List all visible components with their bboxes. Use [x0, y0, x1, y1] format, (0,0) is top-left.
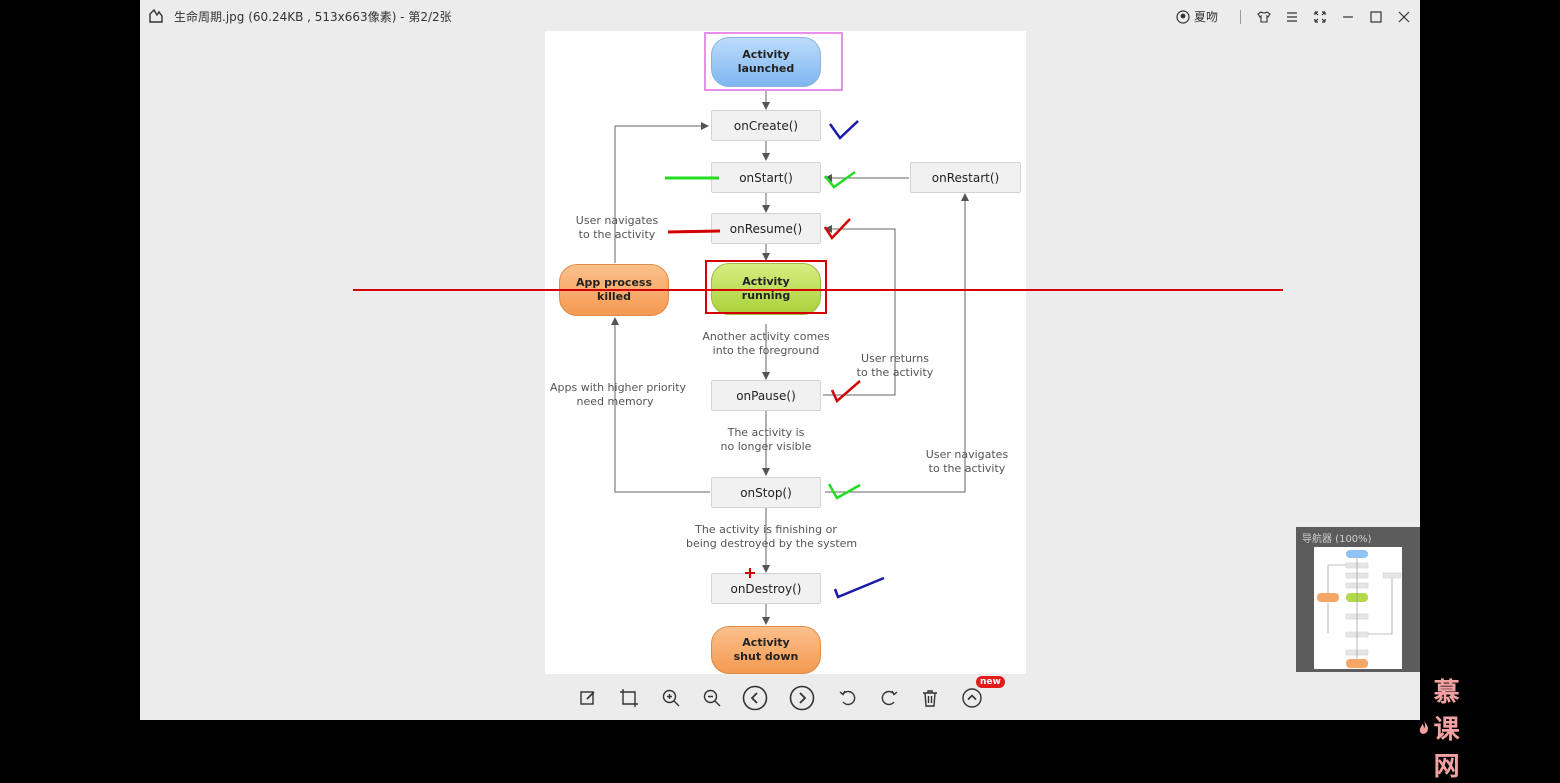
- delete-icon: [923, 690, 937, 707]
- shutdown-line2: shut down: [733, 650, 799, 663]
- watermark-text: 慕课网: [1433, 678, 1461, 782]
- minimize-button[interactable]: [1334, 8, 1362, 26]
- label-user-navigates-left: User navigates to the activity: [567, 214, 667, 242]
- rotate-right-button[interactable]: [875, 684, 903, 712]
- user-name: 夏吻: [1194, 10, 1219, 24]
- navigator-title: 导航器 (100%): [1302, 534, 1372, 545]
- delete-button[interactable]: [916, 684, 944, 712]
- running-line2: running: [741, 289, 791, 302]
- label-line: User returns: [861, 352, 929, 365]
- onstart-node: onStart(): [711, 162, 821, 193]
- zoom-in-button[interactable]: [657, 684, 685, 712]
- launched-line2: launched: [737, 62, 795, 75]
- label-line: into the foreground: [712, 344, 820, 357]
- onpause-node: onPause(): [711, 380, 821, 411]
- watermark: 慕课网: [1418, 672, 1473, 783]
- upload-icon: [962, 688, 982, 708]
- previous-icon: [742, 685, 768, 711]
- label-line: need memory: [576, 395, 654, 408]
- tshirt-icon: [1257, 11, 1271, 23]
- launched-line1: Activity: [742, 48, 790, 61]
- close-icon: [1398, 11, 1410, 23]
- minimize-icon: [1343, 16, 1353, 18]
- ondestroy-node: onDestroy(): [711, 573, 821, 604]
- onresume-node: onResume(): [711, 213, 821, 244]
- killed-line2: killed: [597, 290, 631, 303]
- label-finishing: The activity is finishing or being destr…: [686, 523, 858, 551]
- zoom-out-button[interactable]: [698, 684, 726, 712]
- label-line: User navigates: [925, 448, 1009, 461]
- label-line: to the activity: [856, 366, 934, 379]
- activity-shutdown-node: Activity shut down: [711, 626, 821, 674]
- next-icon: [789, 685, 815, 711]
- title-bar: 生命周期.jpg (60.24KB , 513x663像素) - 第2/2张 夏…: [140, 0, 1420, 32]
- activity-launched-node: Activity launched: [711, 37, 821, 87]
- next-image-button[interactable]: [788, 684, 816, 712]
- onrestart-node: onRestart(): [910, 162, 1021, 193]
- rotate-right-icon: [881, 690, 898, 706]
- user-account[interactable]: 夏吻: [1176, 8, 1218, 25]
- onstop-node: onStop(): [711, 477, 821, 508]
- thumbnail-diagram: [1317, 550, 1402, 668]
- crop-icon: [620, 689, 638, 707]
- menu-button[interactable]: [1278, 8, 1306, 26]
- label-line: no longer visible: [720, 440, 812, 453]
- label-line: The activity is finishing or: [695, 523, 837, 536]
- image-viewer-window: 生命周期.jpg (60.24KB , 513x663像素) - 第2/2张 夏…: [140, 0, 1460, 782]
- flame-logo-icon: [1419, 720, 1428, 734]
- label-another-activity: Another activity comes into the foregrou…: [701, 330, 831, 358]
- rotate-left-button[interactable]: [834, 684, 862, 712]
- label-user-navigates-right: User navigates to the activity: [917, 448, 1017, 476]
- label-line: Another activity comes: [702, 330, 830, 343]
- bottom-toolbar: [570, 680, 1010, 716]
- shutdown-line1: Activity: [742, 636, 790, 649]
- running-line1: Activity: [742, 275, 790, 288]
- label-line: The activity is: [727, 426, 805, 439]
- window-controls: [1250, 8, 1418, 26]
- previous-image-button[interactable]: [741, 684, 769, 712]
- maximize-button[interactable]: [1362, 8, 1390, 26]
- label-user-returns: User returns to the activity: [850, 352, 940, 380]
- upload-button[interactable]: [958, 684, 986, 712]
- edit-icon: [580, 691, 595, 705]
- zoom-out-icon: [703, 689, 721, 707]
- new-badge: new: [976, 676, 1005, 688]
- label-line: Apps with higher priority: [550, 381, 687, 394]
- navigator-panel[interactable]: 导航器 (100%): [1296, 527, 1420, 672]
- displayed-image[interactable]: Activity launched onCreate() onStart() o…: [545, 31, 1026, 674]
- menu-icon: [1287, 12, 1297, 22]
- skin-button[interactable]: [1250, 8, 1278, 26]
- label-line: to the activity: [928, 462, 1006, 475]
- label-higher-priority: Apps with higher priority need memory: [550, 381, 687, 409]
- fullscreen-button[interactable]: [1306, 8, 1334, 26]
- zoom-in-icon: [662, 689, 680, 707]
- edit-button[interactable]: [574, 684, 602, 712]
- app-process-killed-node: App process killed: [559, 264, 669, 316]
- window-title: 生命周期.jpg (60.24KB , 513x663像素) - 第2/2张: [174, 10, 452, 24]
- maximize-icon: [1370, 11, 1382, 23]
- fullscreen-icon: [1314, 11, 1326, 23]
- title-separator: [1240, 10, 1241, 24]
- app-logo-icon: [149, 8, 163, 23]
- oncreate-node: onCreate(): [711, 110, 821, 141]
- killed-line1: App process: [575, 276, 653, 289]
- label-line: to the activity: [578, 228, 656, 241]
- label-no-longer-visible: The activity is no longer visible: [711, 426, 821, 454]
- label-line: User navigates: [575, 214, 659, 227]
- close-button[interactable]: [1390, 8, 1418, 26]
- navigator-thumbnail[interactable]: [1314, 547, 1402, 669]
- rotate-left-icon: [839, 690, 856, 706]
- activity-running-node: Activity running: [711, 263, 821, 315]
- crop-button[interactable]: [615, 684, 643, 712]
- user-avatar-icon: [1176, 9, 1190, 24]
- label-line: being destroyed by the system: [686, 537, 858, 550]
